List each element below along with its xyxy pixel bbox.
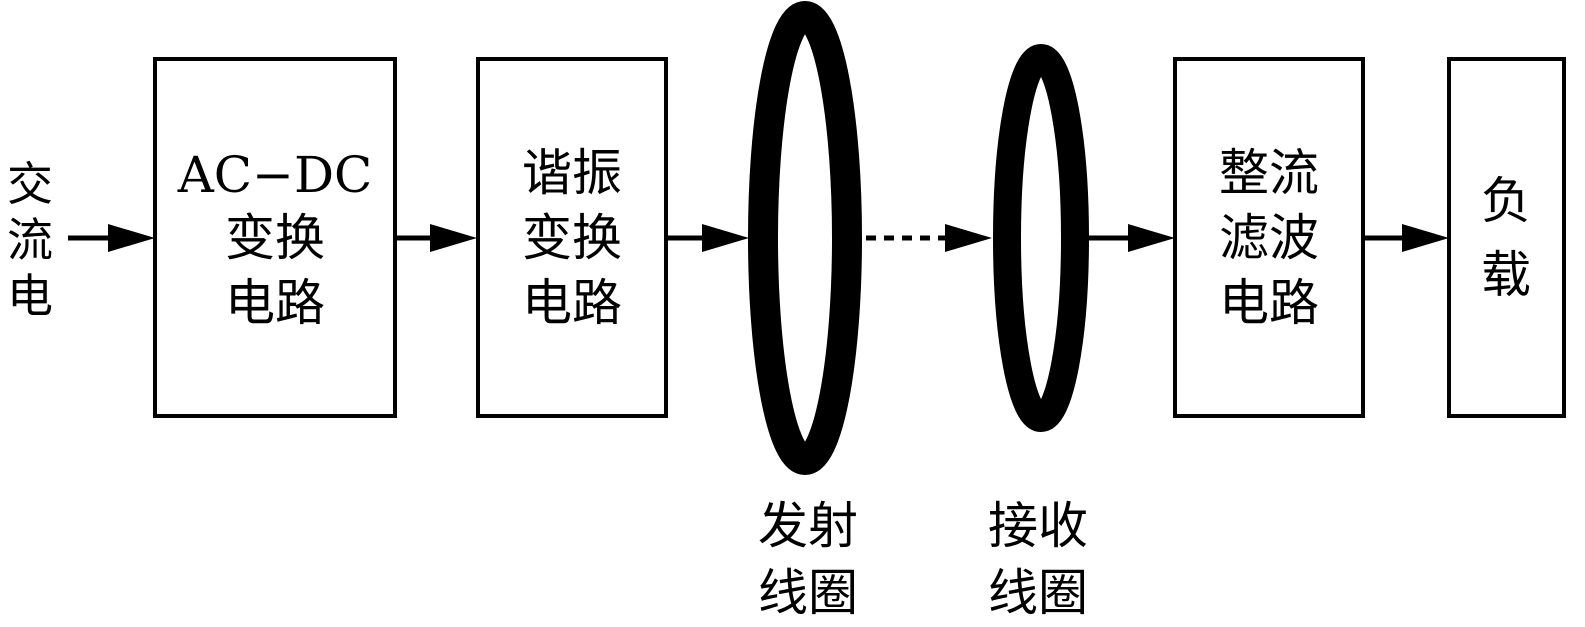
arrow-input-to-acdc [68,224,155,252]
arrow-receive-coil-to-rectifier [1088,224,1175,252]
load-label-line-2: 载 [1481,246,1531,304]
rectifier-label-line-3: 电路 [1219,274,1319,332]
acdc-converter-block: AC−DC 变换 电路 [153,57,397,418]
rectifier-filter-block: 整流 滤波 电路 [1173,57,1365,418]
input-label-line-1: 交 [7,157,53,211]
load-block: 负 载 [1447,57,1566,418]
resonant-label-line-3: 电路 [522,274,622,332]
transmit-coil-label: 发射 线圈 [758,497,858,622]
arrow-acdc-to-resonant [397,224,477,252]
input-label-line-2: 流 [7,213,53,267]
acdc-label-line-3: 电路 [225,274,325,332]
input-label-group: 交 流 电 [7,157,53,323]
acdc-label-line-1: AC−DC [177,146,373,204]
transmit-coil [748,1,862,475]
receive-coil [993,44,1089,432]
transmit-coil-label-line-2: 线圈 [758,564,858,622]
transmit-coil-label-line-1: 发射 [758,497,858,555]
acdc-label-line-2: 变换 [225,209,325,267]
wireless-link-arrow [866,224,992,252]
resonant-converter-block: 谐振 变换 电路 [476,57,668,418]
rectifier-label-line-2: 滤波 [1219,209,1319,267]
arrow-rectifier-to-load [1365,224,1449,252]
load-label-line-1: 负 [1481,172,1531,230]
resonant-label-line-1: 谐振 [522,144,622,202]
receive-coil-label: 接收 线圈 [988,497,1088,622]
resonant-label-line-2: 变换 [522,209,622,267]
rectifier-label-line-1: 整流 [1219,144,1319,202]
receive-coil-label-line-2: 线圈 [988,564,1088,622]
input-label-line-3: 电 [7,269,53,323]
receive-coil-label-line-1: 接收 [988,497,1088,555]
arrow-resonant-to-transmit-coil [668,224,749,252]
